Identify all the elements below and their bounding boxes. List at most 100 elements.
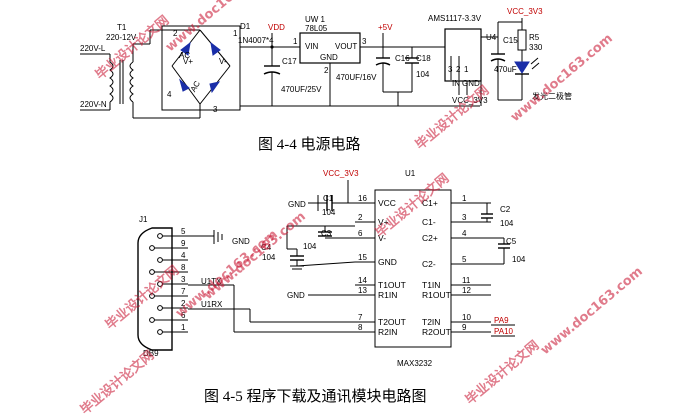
- reg-pin: 2: [324, 66, 329, 75]
- db9-pin-contact: [149, 317, 155, 323]
- db9-pin-number: 5: [181, 227, 186, 236]
- ic-right-pins: 1C1+3C1-4C2+5C2-11T1IN12R1OUT10T2IN9R2OU…: [422, 194, 491, 337]
- led-ray: [530, 57, 539, 65]
- ic-pin-number: 10: [462, 313, 471, 322]
- db9-pin-contact: [157, 305, 163, 311]
- ic-pin-name: V+: [378, 217, 389, 227]
- db9-pin-number: 9: [181, 239, 186, 248]
- u1tx-label: U1TX: [201, 277, 222, 286]
- c1-value: 104: [322, 208, 336, 217]
- c2-value: 104: [500, 219, 514, 228]
- vcc3v3-top-label: VCC_3V3: [507, 7, 543, 16]
- db9-pin-contact: [157, 257, 163, 263]
- ic-pin-number: 6: [358, 229, 363, 238]
- c17-ref: C17: [282, 57, 297, 66]
- r5-ref: R5: [529, 33, 540, 42]
- ac-input-l-label: 220V-L: [80, 44, 106, 53]
- bridge-vminus-label: V-: [219, 57, 227, 66]
- u1-ref: U1: [405, 169, 416, 178]
- bridge-pin: 4: [167, 90, 172, 99]
- rectifier-diode: [180, 41, 191, 56]
- db9-pin-number: 2: [181, 299, 186, 308]
- transformer-rating: 220-12V: [106, 33, 137, 42]
- c1-ref: C1: [323, 194, 334, 203]
- db9-pin-number: 7: [181, 287, 186, 296]
- ic-pin-name: C2+: [422, 233, 438, 243]
- c5-ref: C5: [506, 237, 517, 246]
- c3-ref: C3: [321, 229, 332, 238]
- capacitor-c18: C18 104: [383, 47, 431, 106]
- transformer-t1: T1 220-12V: [106, 23, 137, 118]
- gnd-pin-label: GND: [287, 291, 305, 300]
- rectifier-diode: [179, 78, 190, 92]
- power-supply-circuit: 220V-L 220V-N T1 220-12V: [80, 7, 572, 119]
- reg-part: 78L05: [305, 24, 328, 33]
- db9-label: DB9: [143, 349, 159, 358]
- plus5v-net-label: +5V: [378, 23, 393, 32]
- capacitor-c4: C4 104: [261, 243, 356, 270]
- capacitor-c5: C5 104: [468, 237, 526, 265]
- ic-pin-name: T2IN: [422, 317, 440, 327]
- rectifier-diode: [209, 81, 221, 94]
- db9-pin-contact: [157, 233, 163, 239]
- ic-pin-name: GND: [378, 257, 397, 267]
- rectifier-diode: [210, 41, 221, 56]
- watermark-text: www.doc163.com: [173, 227, 281, 321]
- bridge-pin: 3: [213, 105, 218, 114]
- figure-caption-4-5: 图 4-5 程序下载及通讯模块电路图: [204, 388, 427, 405]
- regulator-body: [299, 32, 361, 64]
- ac-input-n-label: 220V-N: [80, 100, 107, 109]
- ic-pin-name: R1IN: [378, 290, 397, 300]
- capacitor-c17: C17 470UF/25V: [263, 47, 322, 106]
- ams-pin: 1: [464, 65, 469, 74]
- figure-caption-4-4: 图 4-4 电源电路: [258, 136, 361, 153]
- reg-vout: VOUT: [335, 42, 357, 51]
- capacitor-c1: GND C1 104: [288, 194, 348, 217]
- ic-pin-number: 3: [462, 213, 467, 222]
- bridge-pin: 1: [233, 29, 238, 38]
- c5-value: 104: [512, 255, 526, 264]
- regulator-ams1117: AMS1117-3.3V U4 3 2 1 IN GND VCC_3V3: [428, 14, 498, 106]
- bridge-vplus-label: V+: [183, 57, 193, 66]
- db9-pin-contact: [149, 245, 155, 251]
- reg-pin: 1: [293, 37, 298, 46]
- watermark-text: www.doc163.com: [538, 264, 646, 358]
- c17-value: 470UF/25V: [281, 85, 322, 94]
- capacitor-c2: C2 104: [468, 202, 514, 228]
- ams-in-label: IN: [452, 79, 460, 88]
- ic-pin-name: R2OUT: [422, 327, 451, 337]
- ic-pin-number: 13: [358, 286, 367, 295]
- ams-pin: 2: [456, 65, 461, 74]
- bridge-ac2-label: AC: [179, 51, 190, 60]
- gnd-c1-label: GND: [288, 200, 306, 209]
- c16-value: 470UF/16V: [336, 73, 377, 82]
- led-label: 发光二极管: [532, 91, 572, 101]
- capacitor-c3: C3 104: [286, 225, 355, 251]
- uw1-ref: UW 1: [305, 15, 326, 24]
- db9-pin-number: 4: [181, 251, 186, 260]
- pa9-label: PA9: [494, 316, 509, 325]
- c2-ref: C2: [500, 205, 511, 214]
- ic-pin-name: C1+: [422, 198, 438, 208]
- regulator-78l05: UW 1 78L05 VIN VOUT GND 1 3 2: [293, 15, 445, 106]
- secondary-coil: [129, 61, 134, 103]
- ic-pin-name: T1OUT: [378, 280, 406, 290]
- resistor-r5: R5 330: [517, 29, 543, 62]
- watermark-text: www.doc163.com: [508, 31, 616, 125]
- bridge-pin: 2: [173, 29, 178, 38]
- reg-gnd: GND: [320, 53, 338, 62]
- ic-pin-name: C1-: [422, 217, 436, 227]
- ic-pin-number: 2: [358, 213, 363, 222]
- watermark-text: 毕业设计论文网: [102, 262, 182, 333]
- r5-value: 330: [529, 43, 543, 52]
- ic-pin-name: VCC: [378, 198, 396, 208]
- db9-pin-contact: [149, 269, 155, 275]
- watermark-text: 毕业设计论文网: [462, 337, 542, 408]
- primary-coil: [109, 61, 114, 103]
- led: 发光二极管: [498, 57, 572, 101]
- ic-part-label: MAX3232: [397, 359, 433, 368]
